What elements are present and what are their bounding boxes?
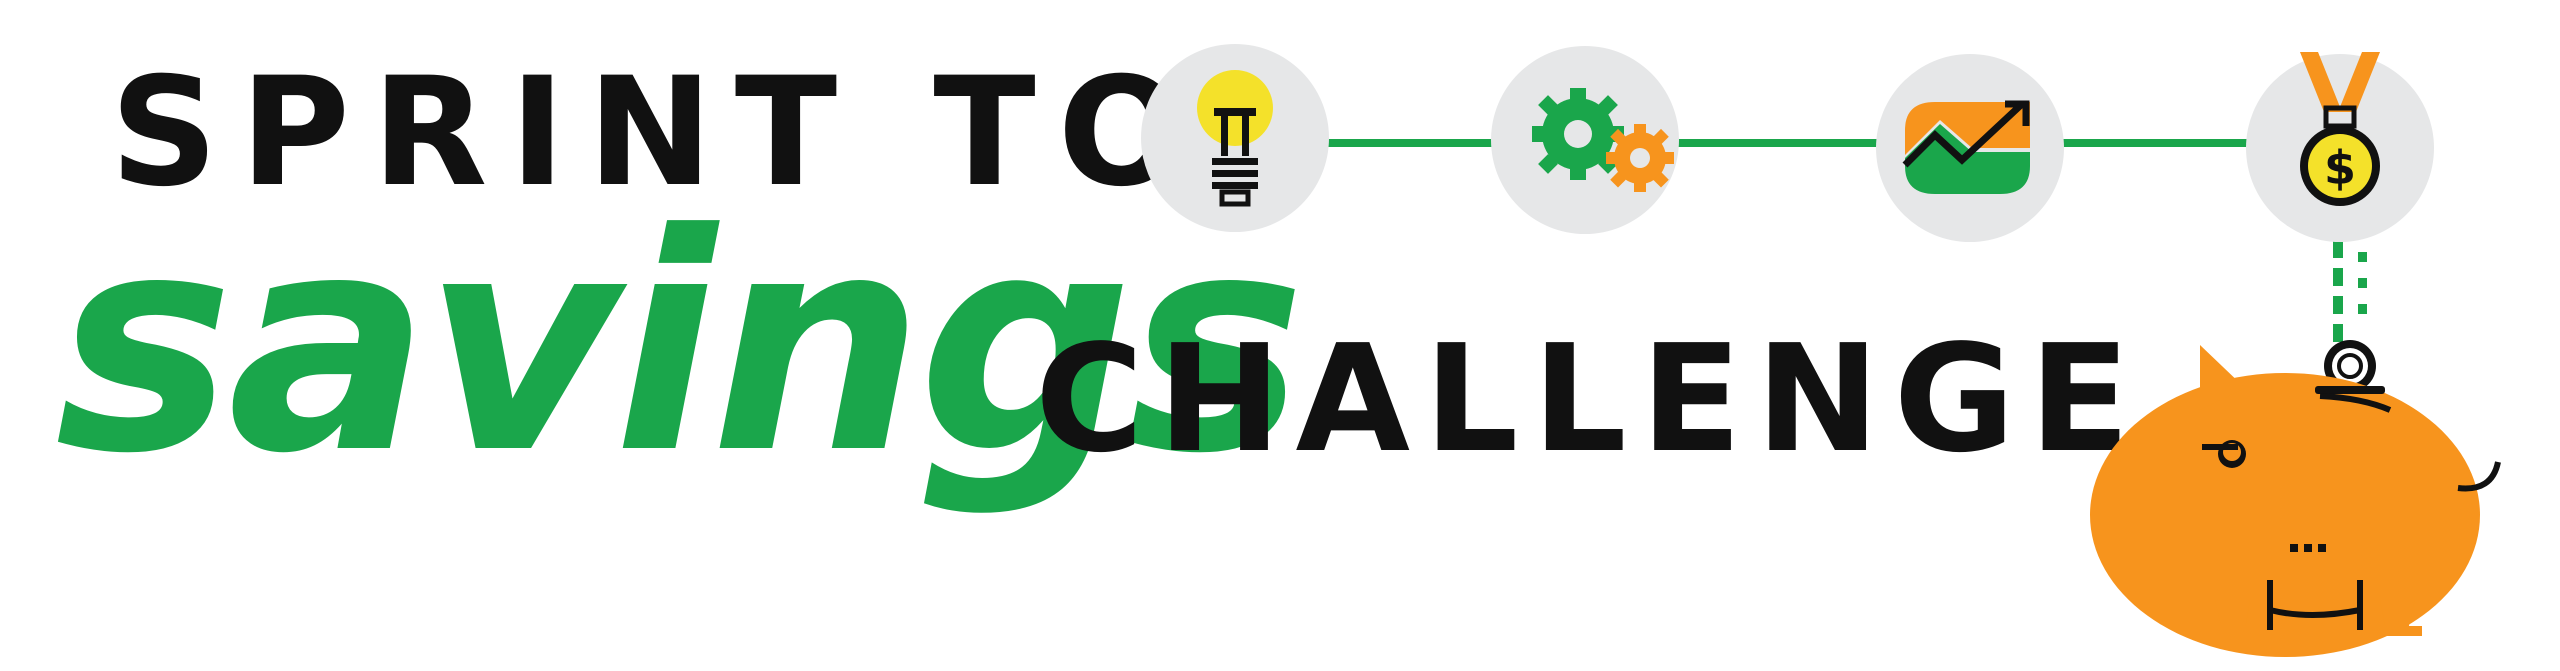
drop-line: [2333, 240, 2367, 342]
lightbulb-icon: [1141, 44, 1329, 232]
piggy-bank-icon: [2090, 345, 2501, 657]
title-challenge: CHALLENGE: [1035, 313, 2145, 485]
medal-icon: $: [2246, 52, 2434, 242]
svg-text:$: $: [2324, 141, 2356, 195]
growth-chart-icon: [1876, 54, 2064, 242]
title-savings: savings: [55, 170, 1305, 519]
title-sprint-to: SPRINT TO: [110, 46, 1208, 220]
gears-icon: [1491, 46, 1679, 234]
